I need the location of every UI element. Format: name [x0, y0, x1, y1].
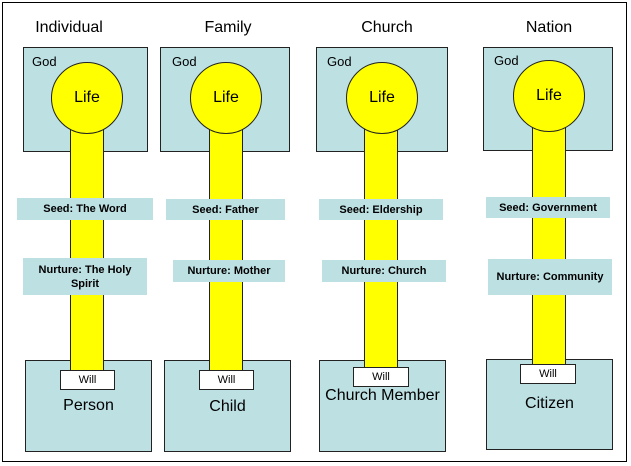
- will-box-church: Will: [353, 367, 409, 387]
- god-label-individual: God: [32, 54, 57, 69]
- will-box-nation: Will: [520, 364, 576, 384]
- life-label: Life: [369, 89, 395, 106]
- life-label: Life: [213, 89, 239, 106]
- bottom-label-church: Church Member: [325, 387, 440, 404]
- life-label: Life: [536, 87, 562, 104]
- will-box-individual: Will: [60, 370, 115, 390]
- nurture-band-nation: Nurture: Community: [488, 259, 612, 295]
- life-circle-family: Life: [190, 62, 262, 134]
- nurture-band-family: Nurture: Mother: [173, 260, 285, 282]
- column-title-individual: Individual: [35, 19, 103, 36]
- life-stem-family: [209, 110, 243, 380]
- seed-band-nation: Seed: Government: [486, 197, 610, 218]
- life-stem-individual: [70, 110, 104, 380]
- bottom-label-individual: Person: [63, 397, 114, 414]
- column-title-church: Church: [361, 19, 413, 36]
- column-title-nation: Nation: [525, 19, 573, 36]
- nurture-band-church: Nurture: Church: [322, 260, 446, 282]
- bottom-label-nation: Citizen: [525, 395, 574, 412]
- god-label-nation: God: [494, 53, 519, 68]
- life-label: Life: [74, 89, 100, 106]
- nurture-band-individual: Nurture: The Holy Spirit: [23, 258, 147, 295]
- diagram-frame: [2, 2, 627, 462]
- will-box-family: Will: [199, 370, 254, 390]
- bottom-label-family: Child: [209, 398, 246, 415]
- life-circle-individual: Life: [51, 62, 123, 134]
- column-title-family: Family: [204, 19, 252, 36]
- life-stem-nation: [532, 110, 566, 378]
- life-stem-church: [364, 110, 398, 380]
- life-circle-nation: Life: [513, 60, 585, 132]
- seed-band-family: Seed: Father: [166, 199, 285, 220]
- god-label-family: God: [172, 54, 197, 69]
- life-circle-church: Life: [346, 62, 418, 134]
- god-label-church: God: [327, 54, 352, 69]
- seed-band-church: Seed: Eldership: [319, 199, 443, 220]
- seed-band-individual: Seed: The Word: [17, 198, 153, 220]
